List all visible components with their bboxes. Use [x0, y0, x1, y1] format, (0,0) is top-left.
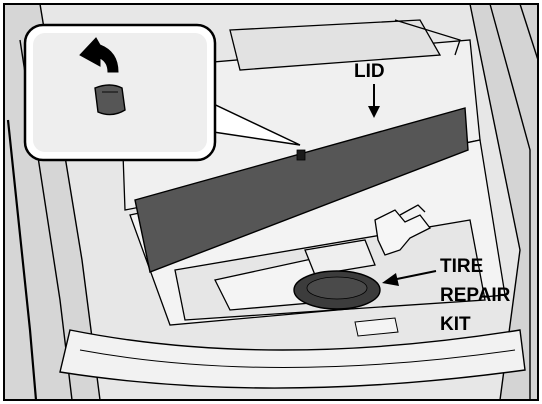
tire-repair-kit-label-line3: KIT — [440, 314, 471, 335]
lid-handle — [95, 85, 125, 115]
lid-label: LID — [354, 61, 385, 82]
tire-repair-kit-cap — [307, 277, 367, 299]
tire-repair-kit-label-line2: REPAIR — [440, 285, 511, 306]
tire-repair-kit-label-line1: TIRE — [440, 256, 483, 277]
lid-latch — [297, 150, 305, 160]
